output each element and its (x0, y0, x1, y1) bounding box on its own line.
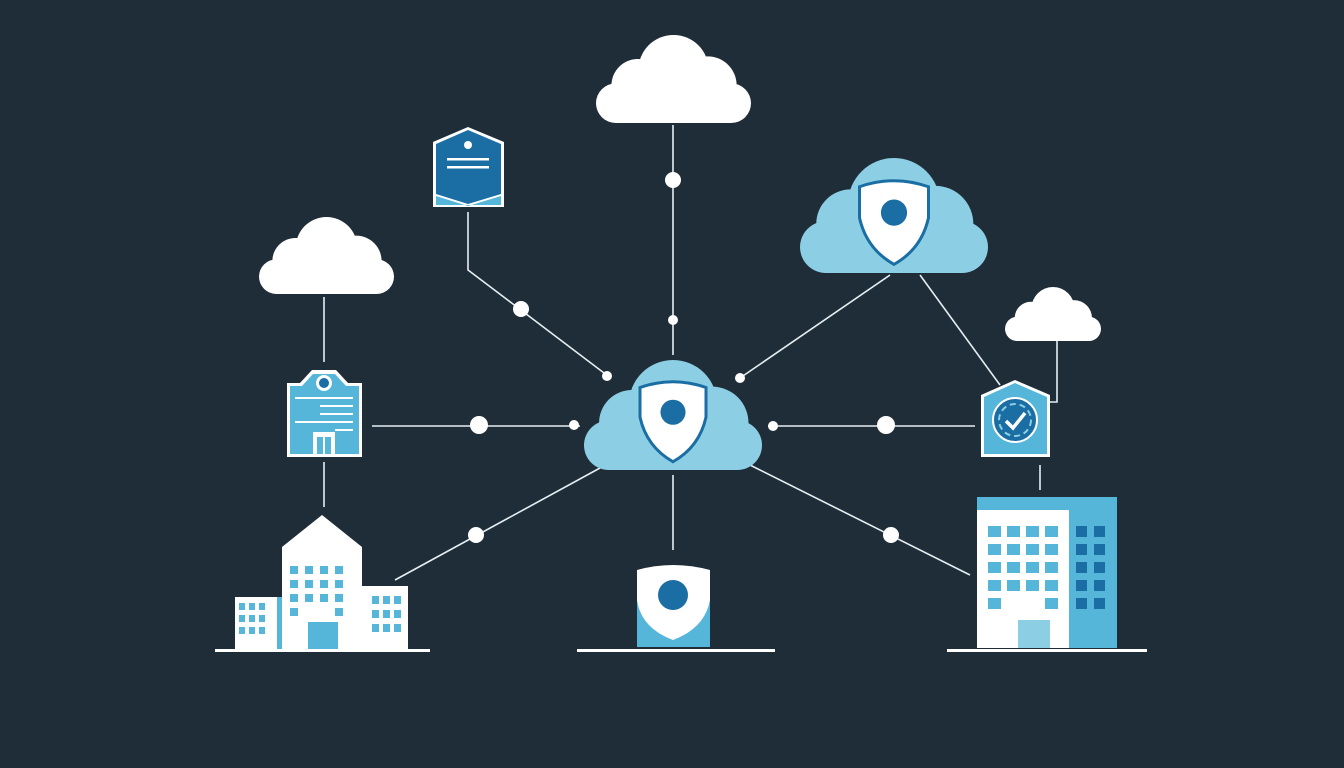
window (1076, 526, 1087, 537)
window (988, 526, 1001, 537)
window (305, 566, 313, 574)
window (320, 580, 328, 588)
ground-line-center (577, 649, 775, 652)
verified-check-badge-icon (981, 380, 1050, 457)
shield-icon (858, 179, 930, 267)
window (249, 615, 255, 622)
window (290, 580, 298, 588)
window (259, 627, 265, 634)
window (1045, 598, 1058, 609)
window (1007, 562, 1020, 573)
window (1007, 544, 1020, 555)
window (394, 610, 401, 618)
connector-lines (323, 125, 1058, 581)
window (988, 598, 1001, 609)
connector-node (602, 371, 612, 381)
window (1045, 544, 1058, 555)
window (394, 624, 401, 632)
connector-node (468, 527, 484, 543)
window (290, 566, 298, 574)
window (335, 566, 343, 574)
connector-node (470, 416, 488, 434)
window (372, 610, 379, 618)
cloud-left (259, 217, 394, 294)
window (249, 603, 255, 610)
connector-node (668, 315, 678, 325)
window (290, 594, 298, 602)
window (249, 627, 255, 634)
connector-badge (467, 212, 609, 377)
cloud-security-central (584, 360, 762, 470)
connector-right-cloud-hex (919, 274, 1001, 386)
window (239, 615, 245, 622)
window (1007, 526, 1020, 537)
window (1076, 598, 1087, 609)
window (372, 624, 379, 632)
connector-nodes (468, 172, 899, 543)
window (383, 610, 390, 618)
shield-icon (638, 380, 708, 464)
ground-line-right (947, 649, 1147, 652)
window (335, 580, 343, 588)
window (320, 566, 328, 574)
window (1094, 598, 1105, 609)
window (290, 608, 298, 616)
window (383, 596, 390, 604)
window (1026, 562, 1039, 573)
window (988, 544, 1001, 555)
clouds (259, 34, 1101, 470)
connector-left-buildings (394, 467, 601, 581)
window (259, 603, 265, 610)
window (1026, 580, 1039, 591)
connector-node (569, 420, 579, 430)
connector-node (768, 421, 778, 431)
window (305, 594, 313, 602)
window (1076, 562, 1087, 573)
window (1076, 580, 1087, 591)
window (988, 562, 1001, 573)
cloud-small-right (1005, 287, 1101, 341)
window (335, 594, 343, 602)
office-building-right (947, 497, 1147, 652)
connector-node (735, 373, 745, 383)
window (1045, 562, 1058, 573)
certificate-badge-icon (433, 127, 504, 207)
window (1094, 544, 1105, 555)
window (1094, 580, 1105, 591)
window (1094, 562, 1105, 573)
connector-node (877, 416, 895, 434)
window (372, 596, 379, 604)
window (259, 615, 265, 622)
window (1045, 580, 1058, 591)
connector-node (513, 301, 529, 317)
window (1026, 526, 1039, 537)
window (239, 627, 245, 634)
window (1045, 526, 1058, 537)
window (305, 580, 313, 588)
window (1094, 526, 1105, 537)
cloud-top (596, 34, 751, 123)
ground-line-left (215, 649, 430, 652)
connector-right-building (749, 464, 971, 576)
connector-node (665, 172, 681, 188)
window (320, 594, 328, 602)
window (335, 608, 343, 616)
connector-node (883, 527, 899, 543)
window (1076, 544, 1087, 555)
window (239, 603, 245, 610)
window (383, 624, 390, 632)
window (988, 580, 1001, 591)
document-icon (287, 370, 362, 457)
security-shield-box (577, 565, 775, 652)
cloud-security-right (800, 158, 988, 273)
window (394, 596, 401, 604)
window (1026, 544, 1039, 555)
window (1007, 580, 1020, 591)
office-buildings-left (215, 515, 430, 652)
connector-right-cloud (739, 274, 891, 379)
